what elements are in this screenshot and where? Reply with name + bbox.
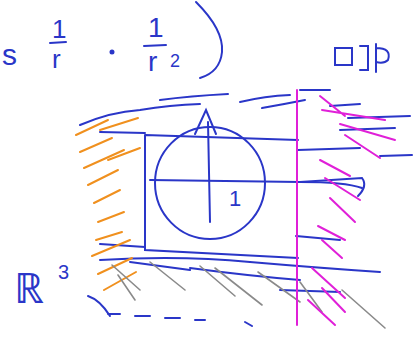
partial-letter: s xyxy=(2,40,17,70)
fraction-bar xyxy=(50,42,66,43)
bracket xyxy=(196,2,222,78)
fraction-numerator: 1 xyxy=(148,14,164,42)
space-symbol: ℝ xyxy=(14,268,44,310)
magenta-hatching xyxy=(297,90,395,325)
exponent: 2 xyxy=(170,52,180,70)
exponent: 3 xyxy=(58,262,69,282)
fraction-bar xyxy=(144,45,166,46)
fraction-denominator: r xyxy=(52,46,61,72)
radius-label: 1 xyxy=(229,188,241,210)
sketch-line xyxy=(88,296,252,326)
fraction-denominator: r xyxy=(148,48,157,76)
axis-line xyxy=(208,122,210,222)
fraction-numerator: 1 xyxy=(52,16,66,42)
scribble xyxy=(335,44,389,72)
peak-mark xyxy=(195,110,216,134)
dot xyxy=(111,51,114,54)
box-outline xyxy=(145,135,298,258)
boundary-line xyxy=(296,90,298,325)
orange-hatching xyxy=(76,118,140,290)
sketch-line xyxy=(296,148,364,240)
gray-hatching xyxy=(112,262,385,328)
